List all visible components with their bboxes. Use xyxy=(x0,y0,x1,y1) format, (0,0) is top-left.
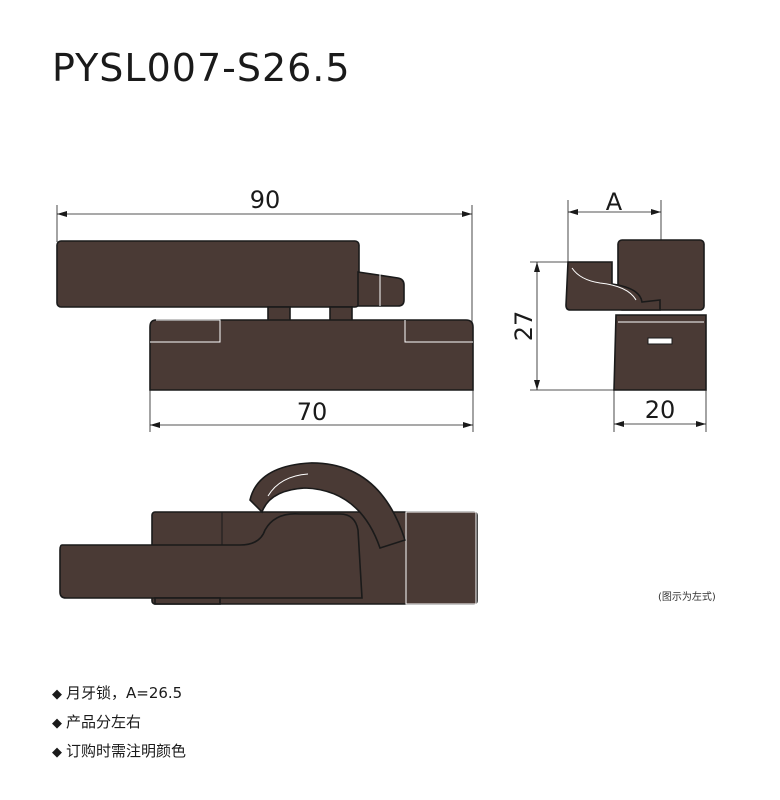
top-view xyxy=(59,462,478,605)
dim-label-20: 20 xyxy=(645,396,676,424)
note-text: 月牙锁，A=26.5 xyxy=(66,684,183,702)
side-cam xyxy=(565,261,661,311)
front-view xyxy=(56,205,474,432)
side-handle-block xyxy=(617,239,705,311)
dim-label-70: 70 xyxy=(297,398,328,426)
dim-label-27: 27 xyxy=(510,311,538,342)
note-text: 订购时需注明颜色 xyxy=(66,742,187,760)
top-handle xyxy=(59,513,363,599)
note-item: ◆ 订购时需注明颜色 xyxy=(52,740,186,761)
dim-label-90: 90 xyxy=(250,186,281,214)
top-crescent xyxy=(249,462,407,550)
note-item: ◆ 产品分左右 xyxy=(52,711,141,732)
note-text: 产品分左右 xyxy=(66,713,142,731)
base-body xyxy=(149,319,474,391)
side-base xyxy=(613,314,707,391)
figure-caption: (图示为左式) xyxy=(658,592,716,603)
diamond-bullet-icon: ◆ xyxy=(52,716,62,731)
latch-tab xyxy=(357,271,405,307)
side-view xyxy=(530,200,707,432)
diamond-bullet-icon: ◆ xyxy=(52,687,62,702)
diamond-bullet-icon: ◆ xyxy=(52,745,62,760)
note-item: ◆ 月牙锁，A=26.5 xyxy=(52,682,182,703)
dim-label-a: A xyxy=(606,188,623,216)
handle-body xyxy=(56,240,360,308)
product-title: PYSL007-S26.5 xyxy=(52,46,351,90)
